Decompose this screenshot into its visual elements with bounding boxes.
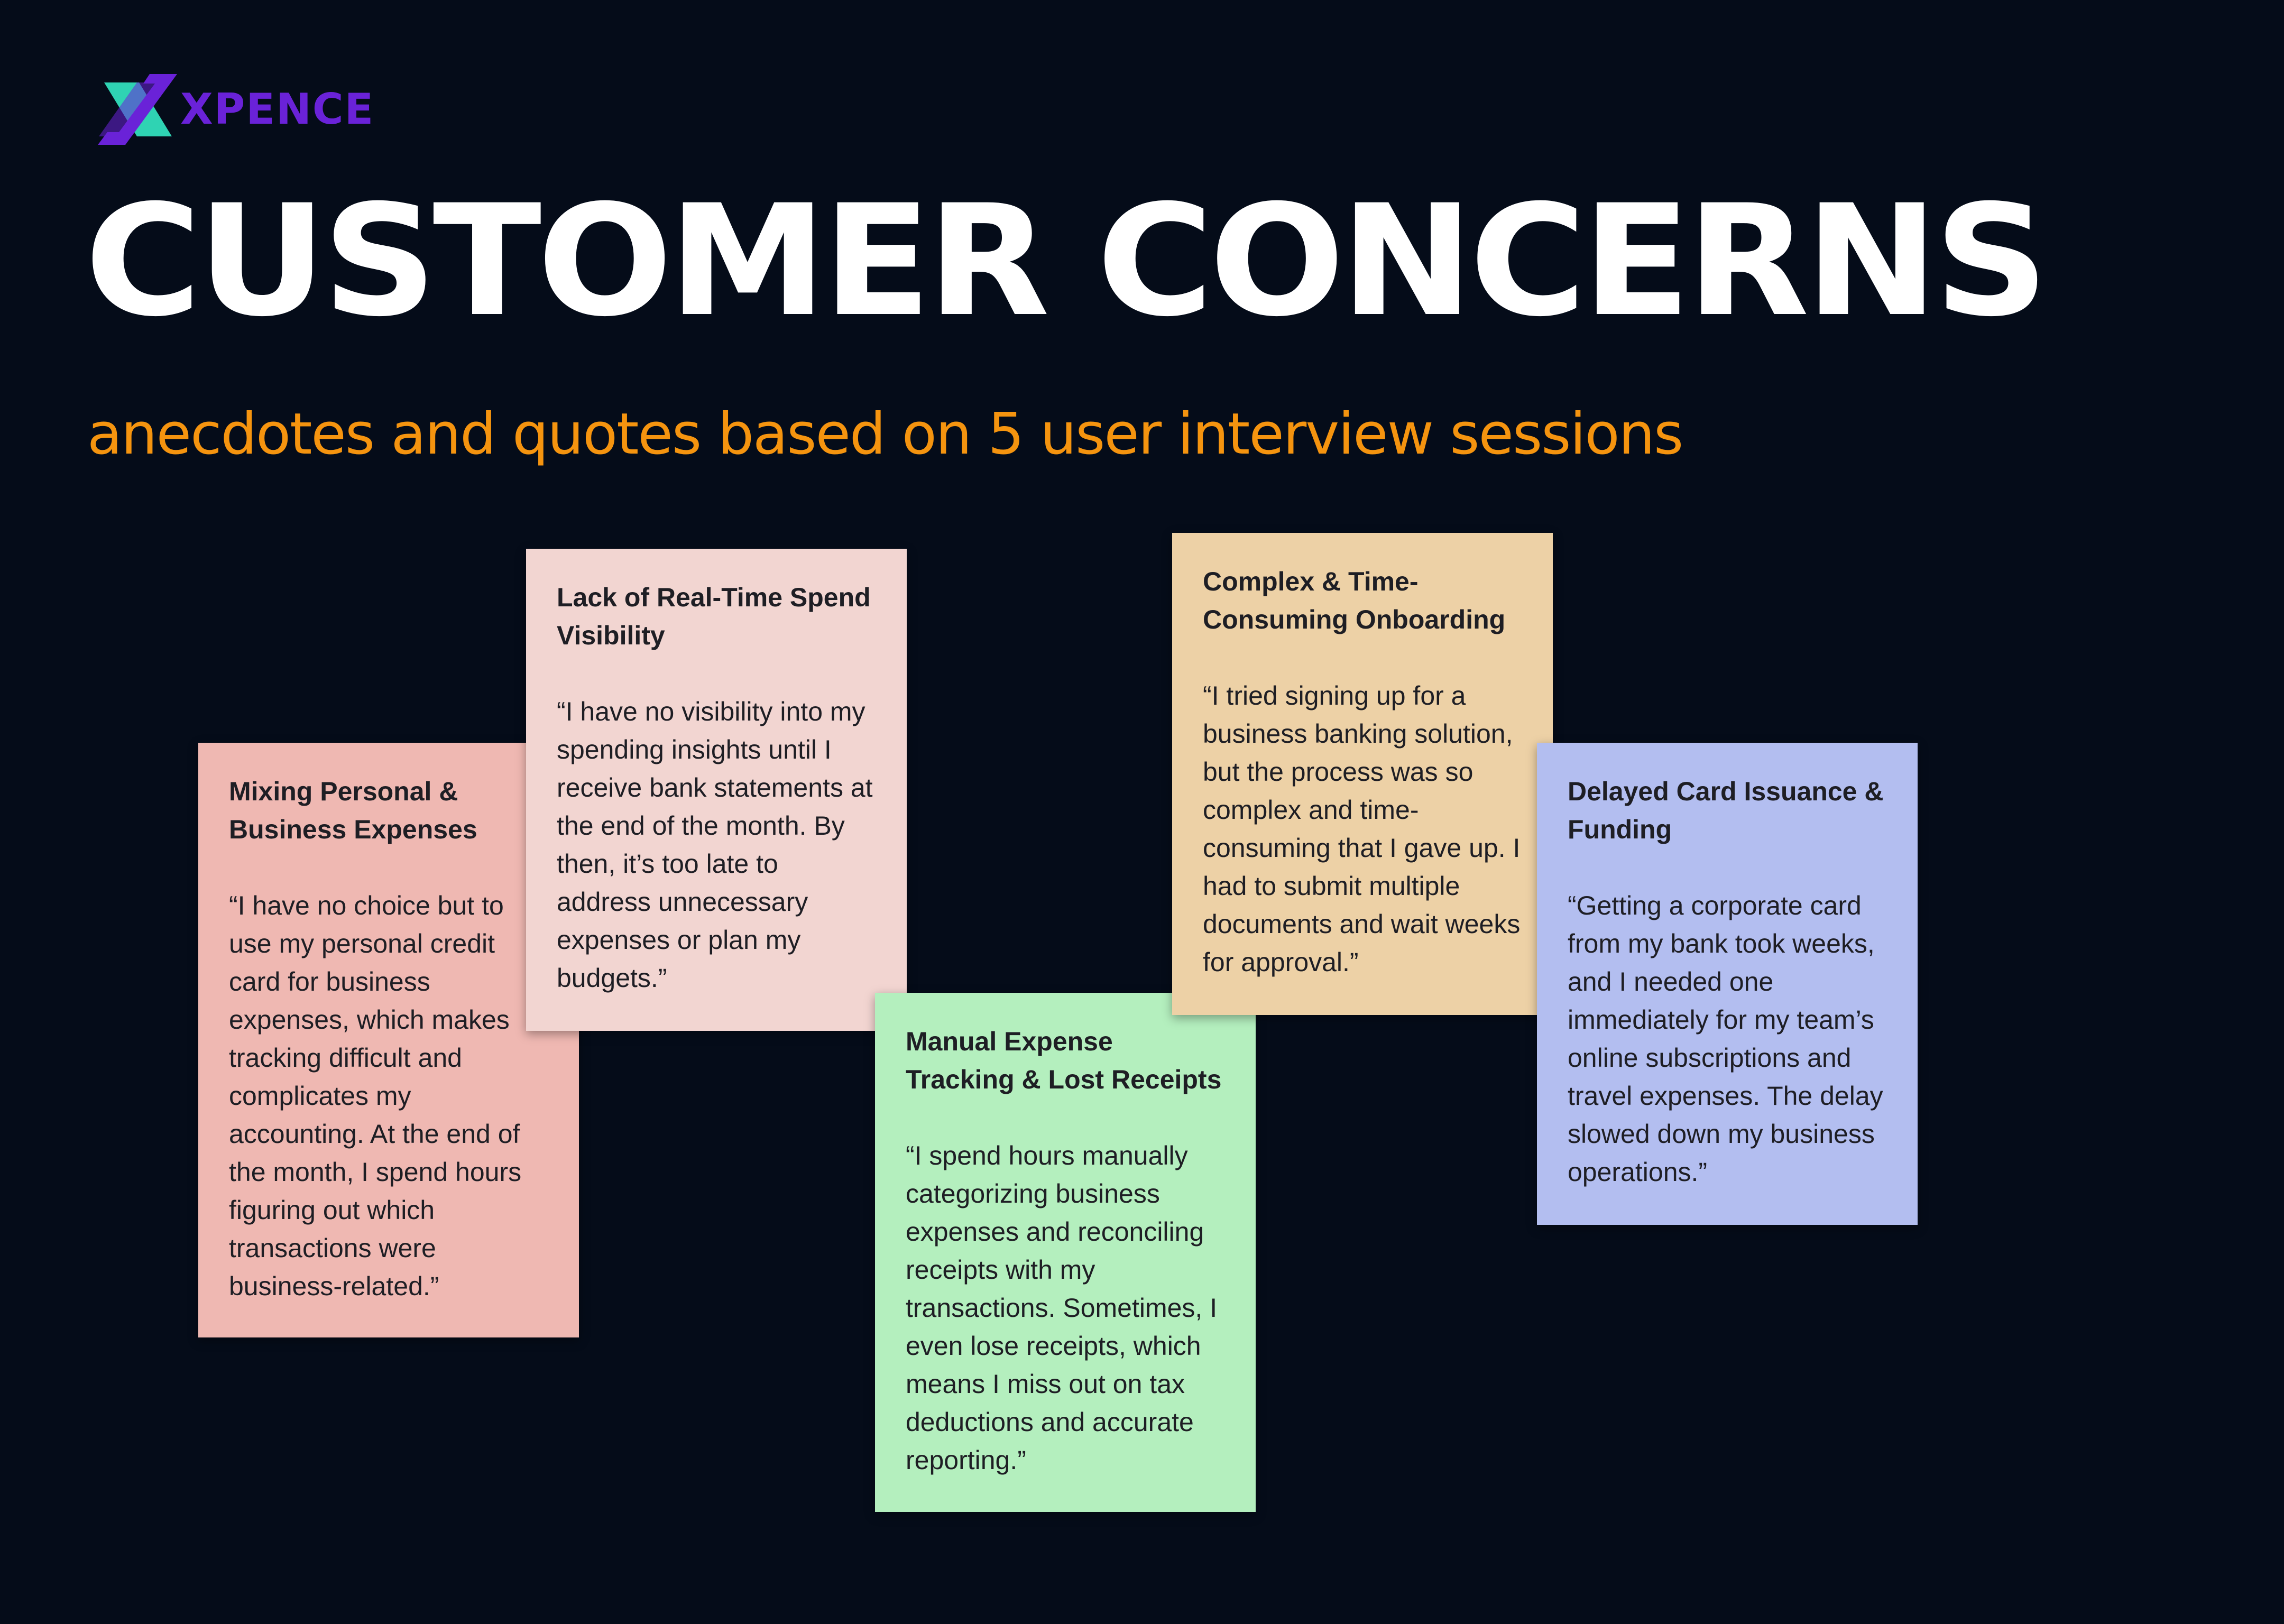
- sticky-note-onboarding: Complex & Time-Consuming Onboarding “I t…: [1172, 533, 1553, 1015]
- note-heading: Complex & Time-Consuming Onboarding: [1203, 567, 1506, 634]
- note-quote: “Getting a corporate card from my bank t…: [1568, 891, 1883, 1187]
- sticky-note-spend-visibility: Lack of Real-Time Spend Visibility “I ha…: [526, 549, 907, 1031]
- xpence-logo-icon: [98, 74, 177, 145]
- note-quote: “I have no visibility into my spending i…: [557, 697, 873, 993]
- note-quote: “I spend hours manually categorizing bus…: [906, 1141, 1218, 1475]
- sticky-note-card-issuance: Delayed Card Issuance & Funding “Getting…: [1537, 743, 1918, 1225]
- note-heading: Lack of Real-Time Spend Visibility: [557, 583, 871, 650]
- logo-wordmark: XPENCE: [180, 85, 375, 134]
- page-subtitle: anecdotes and quotes based on 5 user int…: [87, 401, 1683, 467]
- brand-logo: XPENCE: [93, 70, 374, 149]
- note-quote: “I tried signing up for a business banki…: [1203, 681, 1521, 977]
- page-title: CUSTOMER CONCERNS: [85, 172, 2049, 350]
- note-heading: Mixing Personal & Business Expenses: [229, 777, 477, 844]
- note-heading: Manual Expense Tracking & Lost Receipts: [906, 1027, 1222, 1094]
- note-heading: Delayed Card Issuance & Funding: [1568, 777, 1884, 844]
- note-quote: “I have no choice but to use my personal…: [229, 891, 522, 1301]
- sticky-note-mixing-expenses: Mixing Personal & Business Expenses “I h…: [198, 743, 579, 1337]
- sticky-note-manual-tracking: Manual Expense Tracking & Lost Receipts …: [875, 993, 1256, 1512]
